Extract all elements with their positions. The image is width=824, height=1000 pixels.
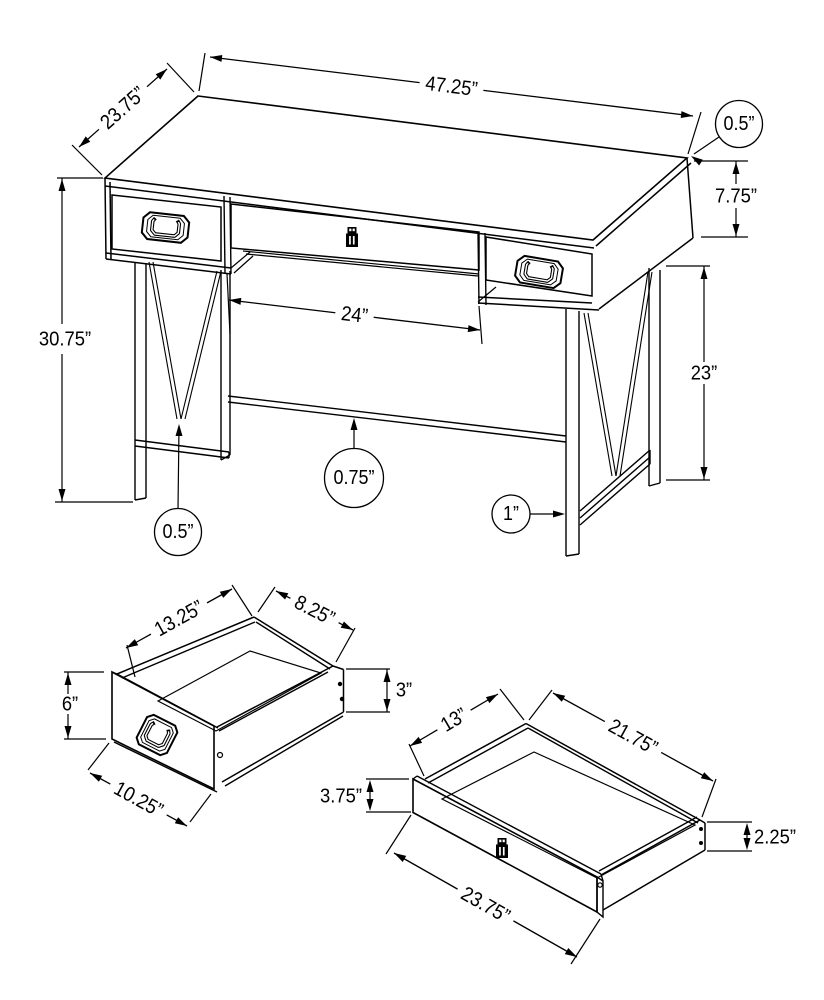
svg-text:0.75”: 0.75”: [334, 467, 375, 489]
svg-text:7.75”: 7.75”: [715, 185, 757, 208]
svg-text:0.5”: 0.5”: [163, 521, 194, 543]
svg-text:23”: 23”: [691, 362, 718, 385]
svg-text:3”: 3”: [396, 679, 412, 702]
svg-text:0.5”: 0.5”: [724, 113, 755, 135]
svg-text:30.75”: 30.75”: [39, 328, 91, 351]
svg-text:24”: 24”: [340, 302, 369, 328]
svg-text:3.75”: 3.75”: [320, 785, 362, 808]
svg-text:6”: 6”: [62, 693, 78, 716]
svg-text:1”: 1”: [503, 503, 519, 525]
svg-text:2.25”: 2.25”: [754, 826, 796, 849]
